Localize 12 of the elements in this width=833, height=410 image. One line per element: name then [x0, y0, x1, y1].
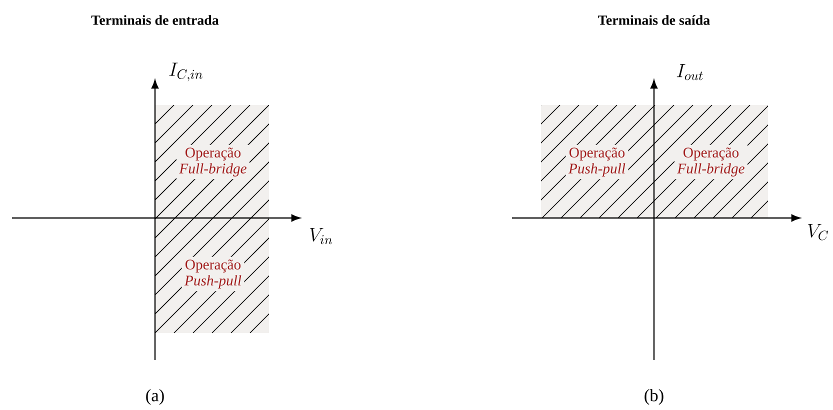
panel-title: Terminais de saída — [598, 15, 710, 25]
panel-title: Terminais de entrada — [91, 15, 219, 25]
region-label: Operação Full-bridge — [674, 144, 748, 180]
panel-caption: (b) — [644, 389, 664, 405]
axis-label: $I_{C,in}$ — [169, 62, 202, 82]
region-label: Operação Full-bridge — [176, 144, 250, 180]
axis-label: $V_C$ — [808, 224, 828, 240]
panel-caption: (a) — [146, 389, 164, 405]
axis-label: $V_{in}$ — [310, 228, 332, 244]
region-label: Operação Push-pull — [182, 256, 244, 292]
axis-label: $I_{out}$ — [676, 64, 703, 80]
region-label: Operação Push-pull — [566, 144, 628, 180]
